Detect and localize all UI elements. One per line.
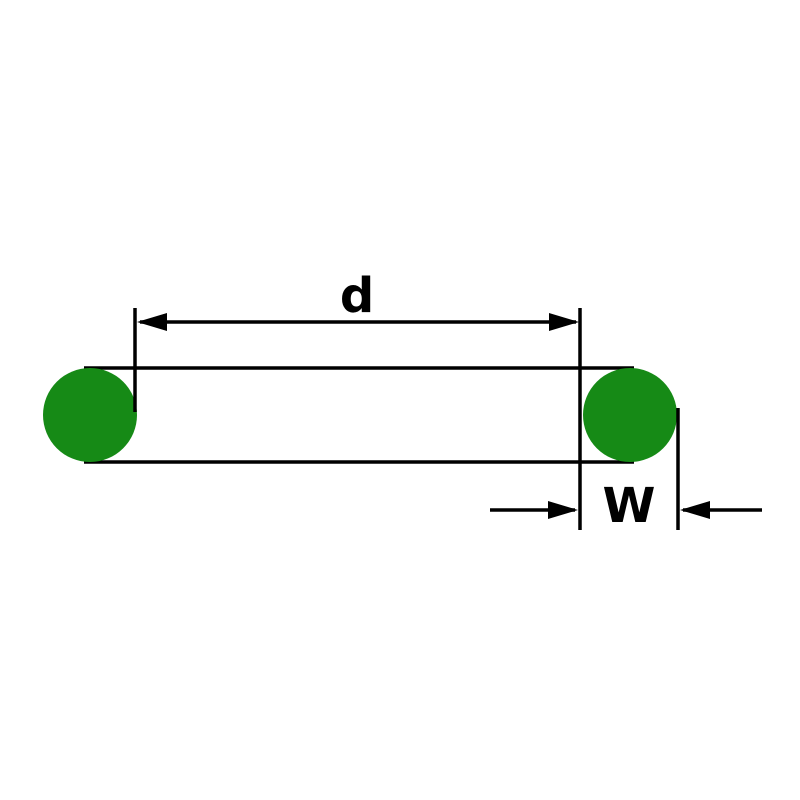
d-arrowhead-left (137, 313, 167, 331)
oring-cross-section-left (43, 368, 137, 462)
w-label: W (603, 478, 656, 534)
oring-cross-section-right (583, 368, 677, 462)
d-arrowhead-right (549, 313, 579, 331)
d-label: d (340, 268, 374, 324)
w-arrowhead-left (548, 501, 578, 519)
w-arrowhead-right (680, 501, 710, 519)
